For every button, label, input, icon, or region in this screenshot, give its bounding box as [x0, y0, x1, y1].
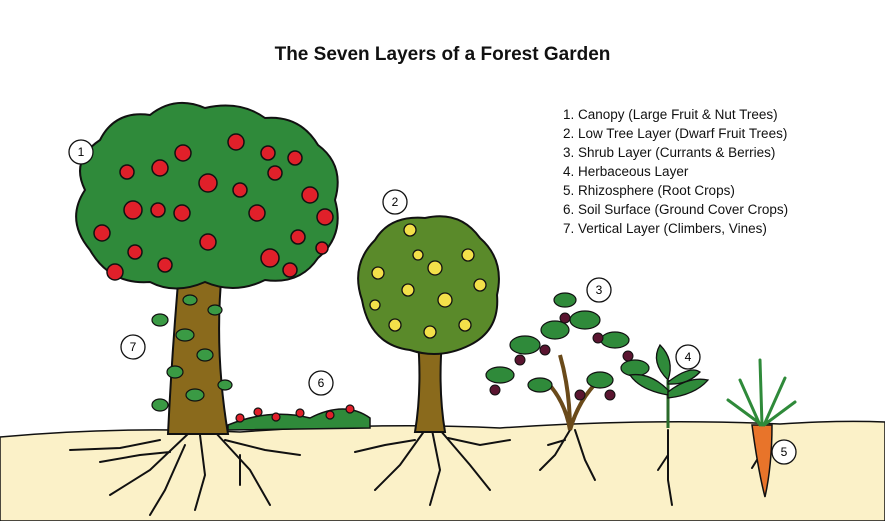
marker-4: 4: [676, 345, 700, 369]
marker-6: 6: [309, 371, 333, 395]
ground-cover: [228, 405, 370, 430]
marker-2: 2: [383, 190, 407, 214]
marker-5: 5: [772, 440, 796, 464]
shrub: [486, 293, 649, 430]
svg-text:4: 4: [685, 350, 692, 364]
marker-1: 1: [69, 140, 93, 164]
svg-text:7: 7: [130, 340, 137, 354]
svg-text:3: 3: [596, 283, 603, 297]
svg-text:1: 1: [78, 145, 85, 159]
marker-3: 3: [587, 278, 611, 302]
marker-7: 7: [121, 335, 145, 359]
svg-text:2: 2: [392, 195, 399, 209]
canopy-tree: [76, 103, 338, 434]
low-tree: [358, 216, 499, 432]
soil-ground: [0, 421, 885, 521]
canopy-foliage: [76, 103, 338, 289]
svg-text:6: 6: [318, 376, 325, 390]
svg-text:5: 5: [781, 445, 788, 459]
